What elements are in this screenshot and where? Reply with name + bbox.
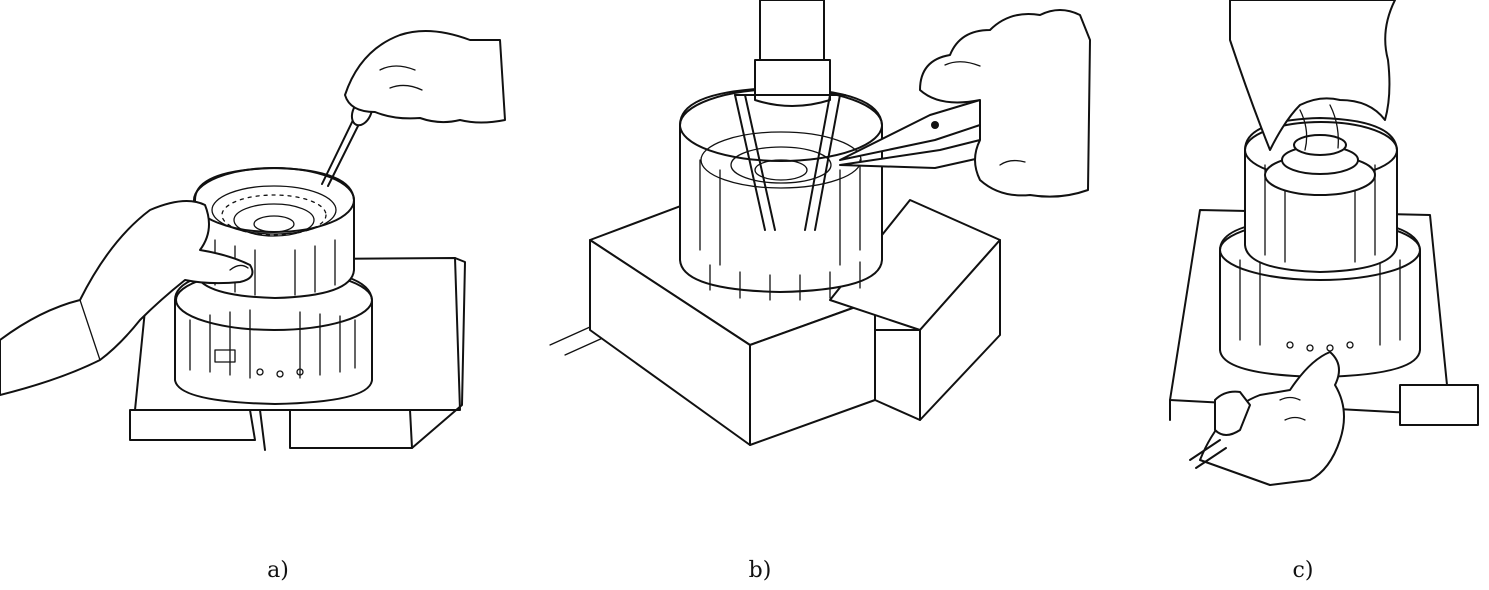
panel-a-caption: a) xyxy=(267,558,289,583)
clutch-drum-removal-illustration-icon xyxy=(1169,0,1479,486)
panel-c-caption: c) xyxy=(1292,558,1314,583)
panel-b-caption: b) xyxy=(748,558,772,583)
panel-b: b) xyxy=(540,0,1100,590)
spring-compressor-snap-ring-pliers-illustration-icon xyxy=(549,0,1091,446)
panel-c: c) xyxy=(1160,0,1489,590)
clutch-pack-screwdriver-illustration-icon xyxy=(0,30,506,451)
panel-a: a) xyxy=(0,0,520,590)
